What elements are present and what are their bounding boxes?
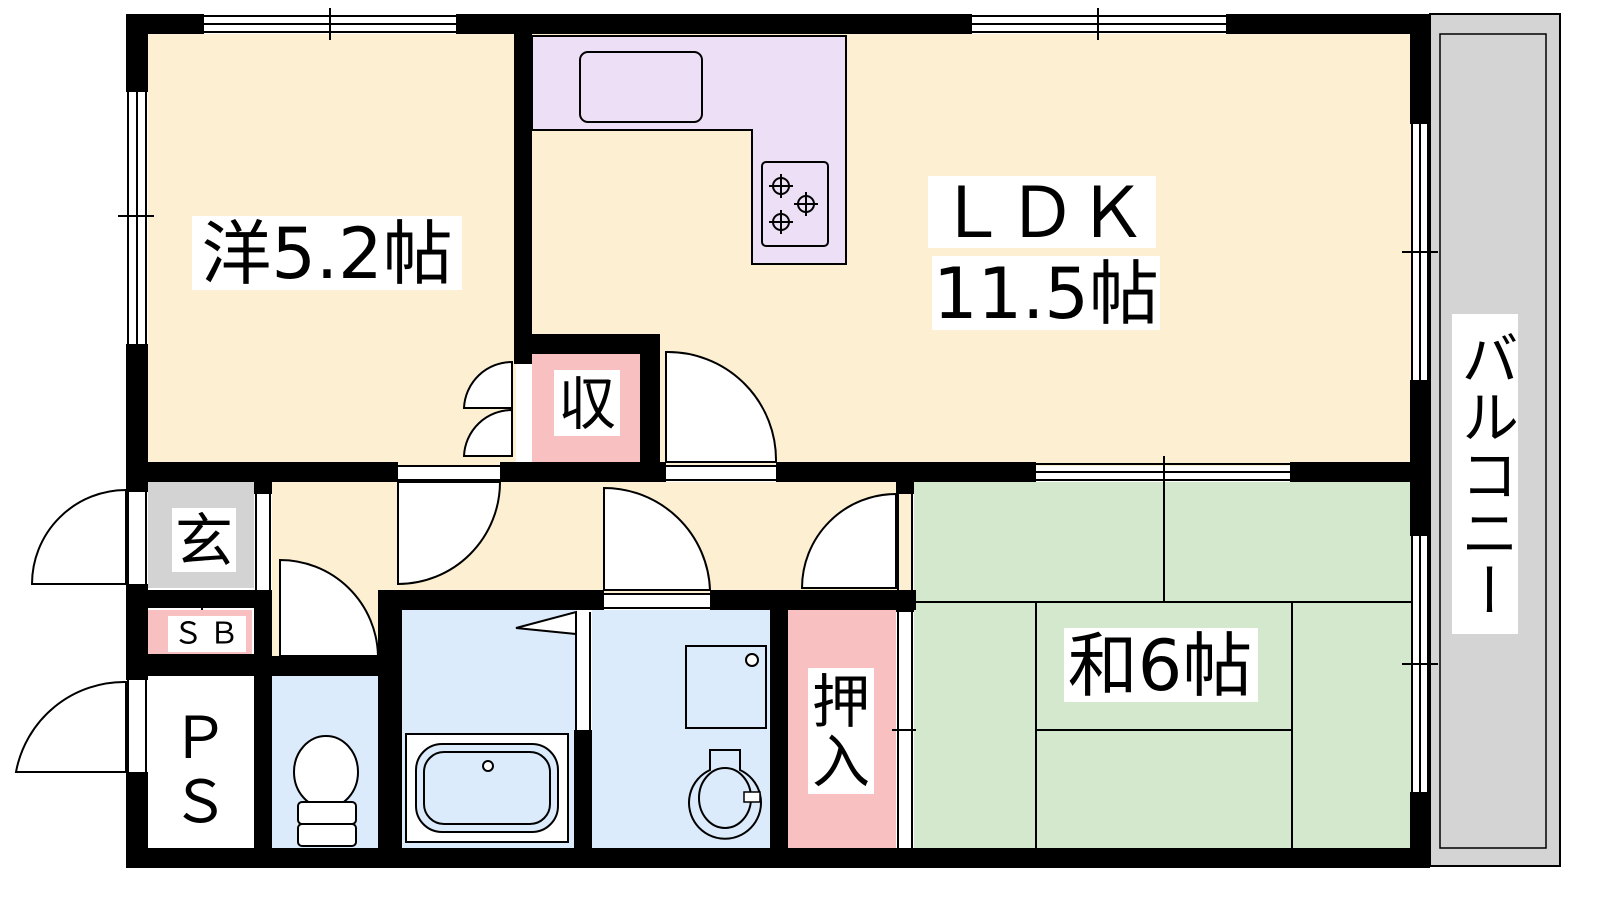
- entrance-label: 玄: [175, 507, 233, 575]
- toilet-icon: [293, 735, 359, 847]
- storage-label-bg: [554, 370, 620, 436]
- balcony-label: バルコニー: [1451, 329, 1519, 619]
- closet-label-top: 押: [812, 668, 870, 736]
- shower-head-icon: [515, 610, 577, 636]
- bathtub-icon: [405, 733, 569, 843]
- windows: [118, 8, 1438, 848]
- closet-label-bottom: 入: [812, 728, 870, 796]
- ldk-size-bg: [932, 256, 1160, 330]
- ldk-size-label: 11.5帖: [933, 253, 1159, 335]
- japanese-label-bg: [1064, 628, 1258, 702]
- ldk-label-bg: [928, 176, 1156, 248]
- washbasin-icon: [685, 645, 767, 840]
- walls: [126, 14, 1430, 868]
- western-room-label: 洋5.2帖: [201, 213, 452, 295]
- japanese-room-label: 和6帖: [1068, 625, 1253, 707]
- western-label-bg: [192, 216, 462, 290]
- tatami-lines: [914, 482, 1412, 848]
- ldk-label: ＬＤＫ: [937, 172, 1147, 254]
- storage-label: 収: [558, 370, 616, 438]
- closet-label-bg: [808, 668, 874, 794]
- pipe-space-floor: [148, 676, 252, 848]
- shoe-box-label-bg: [168, 616, 246, 652]
- entrance-label-bg: [172, 508, 236, 572]
- pipe-space-label-p: Ｐ: [171, 704, 229, 772]
- kitchen-sink: [579, 51, 703, 123]
- pipe-space-label-s: Ｓ: [171, 768, 229, 836]
- balcony-label-bg: [1452, 314, 1518, 634]
- stove-burners-icon: [769, 174, 818, 234]
- shoe-box-label: ＳＢ: [173, 617, 245, 652]
- doors: [14, 350, 897, 773]
